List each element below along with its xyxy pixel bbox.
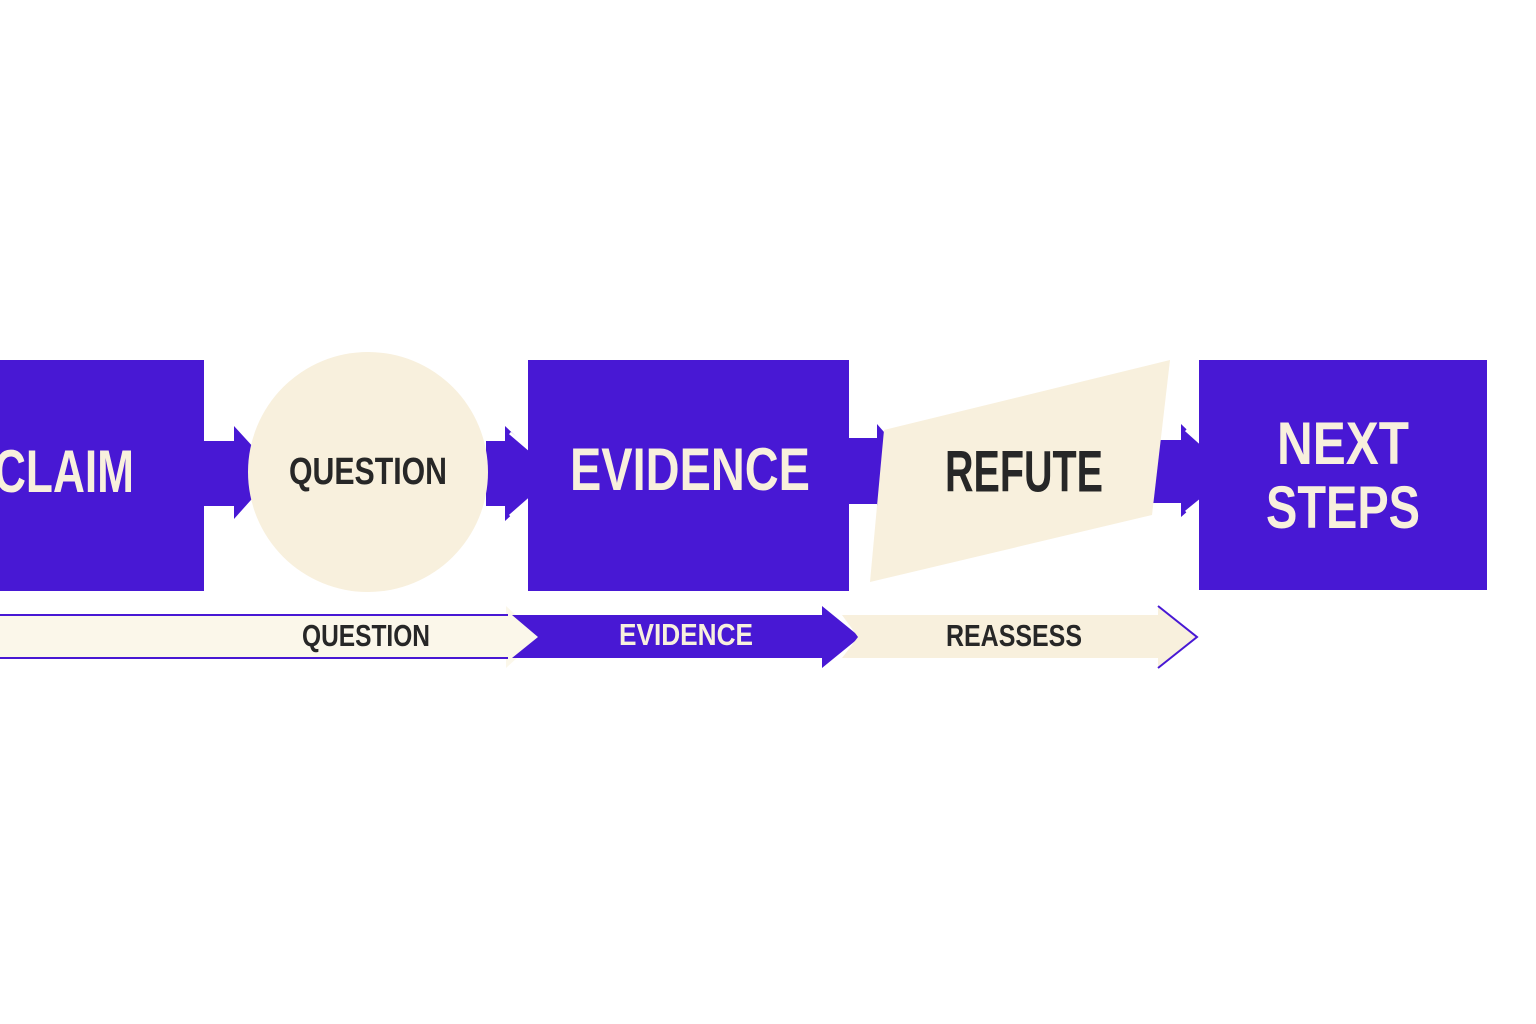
bar-segment-evidence [512,606,860,668]
bar-question-label: QUESTION [302,618,430,653]
evidence-label: EVIDENCE [570,436,810,503]
refute-shape [870,360,1170,582]
evidence-box [528,360,849,591]
arrow-claim-to-question [200,426,276,519]
refute-label: REFUTE [945,439,1103,504]
claim-box [0,360,204,591]
next-steps-label-line2: STEPS [1266,474,1420,541]
bar-segment-reassess-arrow-outline [1157,605,1199,669]
bar-segment-question [0,606,540,668]
claim-label: CLAIM [0,438,134,505]
next-steps-label-line1: NEXT [1277,410,1409,477]
bar-segment-reassess [842,606,1196,668]
next-steps-box [1199,360,1487,590]
question-circle [248,352,488,592]
question-label: QUESTION [289,451,447,493]
arrow-refute-to-next-steps [1152,424,1232,517]
bar-evidence-label: EVIDENCE [619,617,753,652]
bar-reassess-label: REASSESS [946,618,1082,653]
arrow-question-to-evidence [486,426,556,521]
